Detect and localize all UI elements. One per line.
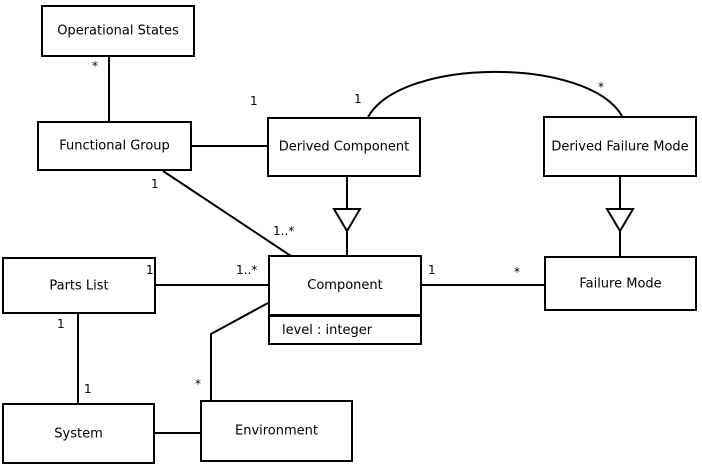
multiplicity-environment-component: * xyxy=(195,377,201,391)
class-attribute-component-level: level : integer xyxy=(282,322,373,338)
class-name-derived-component: Derived Component xyxy=(278,139,410,155)
multiplicity-component-parts-list: 1..* xyxy=(236,263,258,277)
class-box-failure-mode[interactable]: Failure Mode xyxy=(544,256,697,311)
multiplicity-failure-mode-component: * xyxy=(514,265,520,279)
generalization-triangle xyxy=(332,208,362,233)
class-box-functional-group[interactable]: Functional Group xyxy=(37,121,192,171)
class-box-derived-component[interactable]: Derived Component xyxy=(267,117,421,177)
class-box-operational-states[interactable]: Operational States xyxy=(41,5,195,57)
multiplicity-operational-states: * xyxy=(92,59,98,73)
generalization-triangle xyxy=(605,208,635,233)
class-name-component: Component xyxy=(270,257,420,317)
class-name-failure-mode: Failure Mode xyxy=(579,276,662,291)
multiplicity-functional-group-derived-component: 1 xyxy=(250,94,258,108)
generalization-arrow-derived-failure-mode xyxy=(605,208,635,233)
class-name-operational-states: Operational States xyxy=(57,23,179,39)
edge-component-environment xyxy=(210,302,269,400)
class-name-functional-group: Functional Group xyxy=(59,138,170,154)
class-name-environment: Environment xyxy=(234,423,318,439)
class-box-system[interactable]: System xyxy=(2,403,155,464)
class-box-parts-list[interactable]: Parts List xyxy=(2,257,156,314)
multiplicity-derived-component-curve: 1 xyxy=(354,92,362,106)
edge-derived-component-derived-failure-mode xyxy=(367,70,623,118)
edge-functional-group-component xyxy=(162,170,292,257)
class-name-parts-list: Parts List xyxy=(49,278,109,293)
multiplicity-system-parts-list: 1 xyxy=(84,382,92,396)
multiplicity-component-failure-mode: 1 xyxy=(428,263,436,277)
multiplicity-parts-list-component: 1 xyxy=(146,263,154,277)
class-box-environment[interactable]: Environment xyxy=(200,400,353,462)
multiplicity-derived-failure-mode-curve: * xyxy=(598,80,604,94)
generalization-arrow-derived-component xyxy=(332,208,362,233)
multiplicity-component-functional-group: 1..* xyxy=(273,224,295,238)
class-box-derived-failure-mode[interactable]: Derived Failure Mode xyxy=(543,116,697,177)
class-box-component[interactable]: Component level : integer xyxy=(268,255,422,345)
class-name-system: System xyxy=(54,426,103,441)
class-name-derived-failure-mode: Derived Failure Mode xyxy=(551,139,689,154)
multiplicity-parts-list-system: 1 xyxy=(57,317,65,331)
multiplicity-functional-group-component: 1 xyxy=(151,177,159,191)
